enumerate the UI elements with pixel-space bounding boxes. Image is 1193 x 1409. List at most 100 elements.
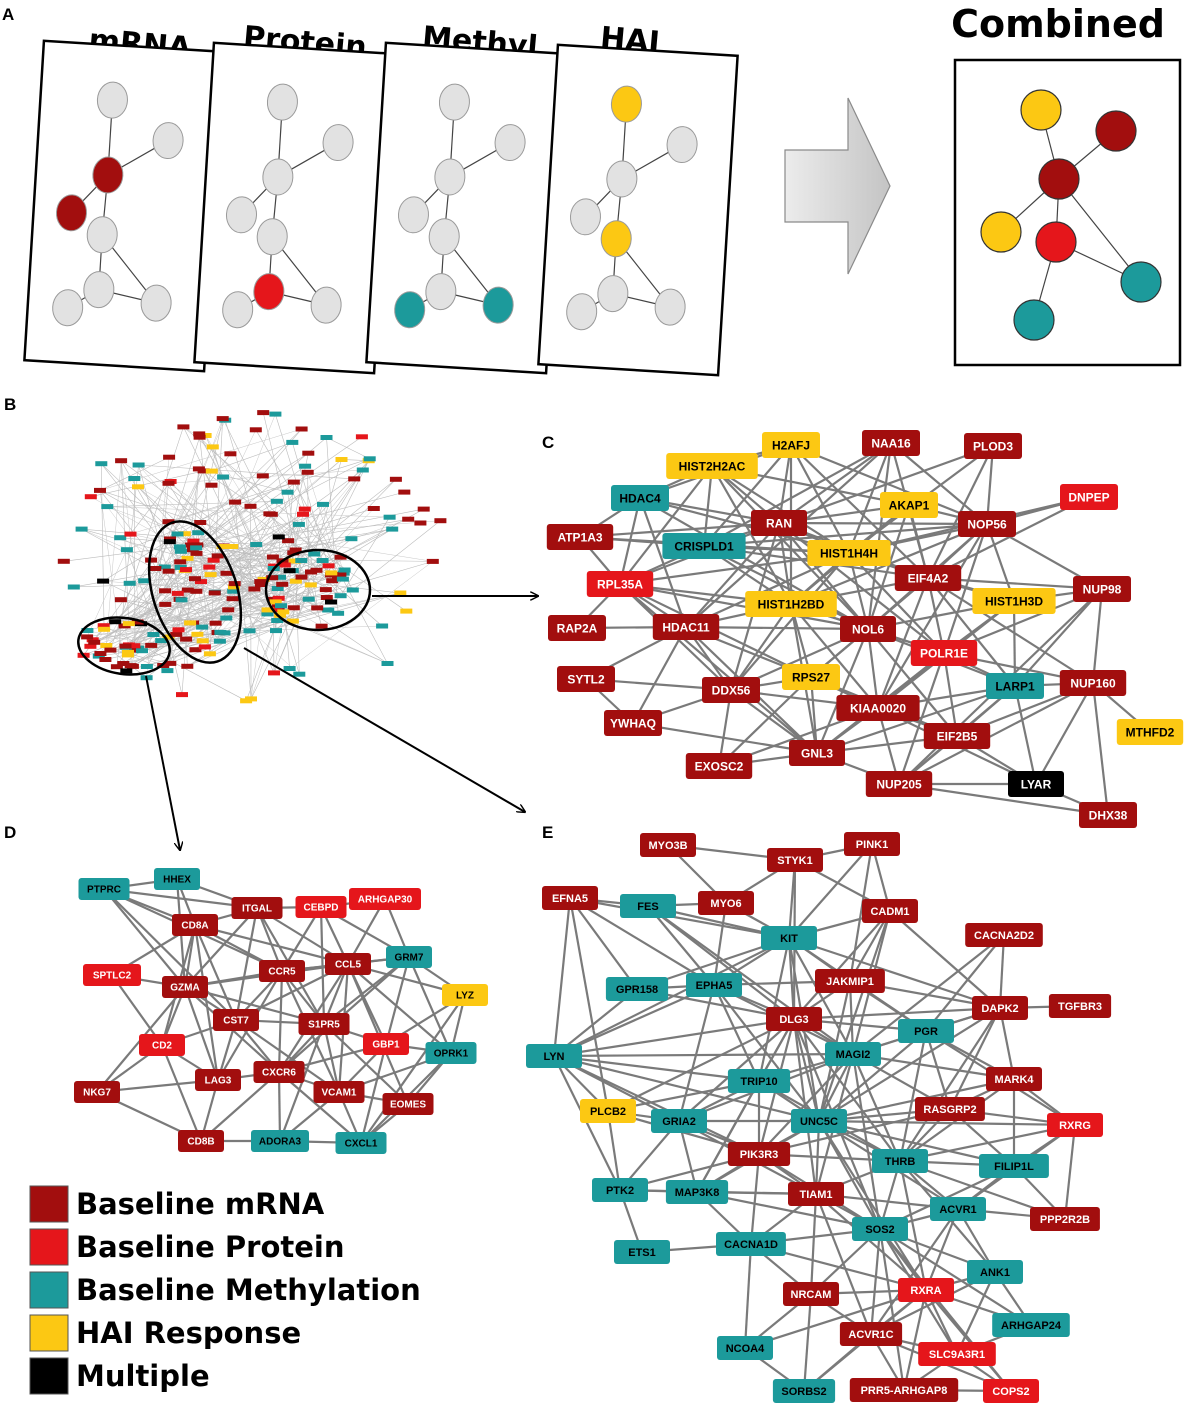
legend-label-mrna: Baseline mRNA <box>76 1187 325 1221</box>
node-box <box>685 753 753 779</box>
edge-kit-dapk2 <box>788 936 1001 1010</box>
edge-magi2-pik3r3 <box>758 1053 854 1155</box>
overview-node <box>161 668 174 674</box>
overview-edge <box>110 459 342 651</box>
edge-naa16-crispld1 <box>703 442 892 547</box>
cluster-ellipse-c <box>264 548 372 632</box>
node-label: TGFBR3 <box>1058 1001 1102 1013</box>
overview-edge <box>110 426 184 651</box>
overview-node <box>336 576 349 582</box>
overview-edge <box>250 501 278 699</box>
edge-naa16-ran <box>778 442 892 524</box>
node-box <box>782 664 840 690</box>
overview-node <box>173 544 186 550</box>
overview-node <box>244 503 257 509</box>
overview-node <box>204 572 217 578</box>
node-label: GNL3 <box>801 746 833 760</box>
edge-sos2-prr5-arhgap8 <box>878 1228 906 1391</box>
node-label: EXOSC2 <box>695 759 744 773</box>
edge-nup160-dhx38 <box>1091 682 1110 816</box>
node-box <box>862 899 918 923</box>
layer-node <box>610 85 642 123</box>
overview-edge <box>124 625 162 641</box>
overview-node <box>189 576 201 582</box>
node-box <box>195 1069 241 1091</box>
node-label: MAP3K8 <box>675 1187 720 1199</box>
node-box <box>213 1009 259 1031</box>
edge-gbp1-cxcl1 <box>359 1043 388 1144</box>
edge-cadm1-dapk2 <box>889 910 1001 1009</box>
node-label: MARK4 <box>994 1074 1034 1086</box>
overview-edge <box>120 460 130 624</box>
node-jakmip1: JAKMIP1 <box>815 969 885 993</box>
node-box <box>325 953 371 975</box>
node-box <box>592 1178 648 1202</box>
layer-node <box>438 83 470 121</box>
node-slc9a3r1: SLC9A3R1 <box>918 1342 996 1366</box>
node-label: HHEX <box>163 875 191 886</box>
node-label: NUP205 <box>876 777 922 791</box>
zoom-arrow-e <box>243 647 525 812</box>
edge-ank1-slc9a3r1 <box>956 1271 996 1355</box>
overview-edge <box>130 481 171 535</box>
overview-node <box>174 548 187 554</box>
node-rxra: RXRA <box>898 1278 954 1302</box>
node-label: FES <box>637 901 658 913</box>
legend-swatch-multiple <box>29 1357 69 1395</box>
overview-edge <box>114 552 294 622</box>
cluster-ellipse-d <box>77 616 171 676</box>
node-ppp2r2b: PPP2R2B <box>1030 1207 1100 1231</box>
node-nup98: NUP98 <box>1073 576 1131 602</box>
layer-hai: HAI <box>537 20 739 377</box>
edge-nup160-nup205 <box>898 682 1094 785</box>
overview-node <box>226 544 239 549</box>
overview-node <box>216 544 229 549</box>
edge-pgr-rasgrp2 <box>924 1030 952 1110</box>
edge-dnpep-eif4a2 <box>927 496 1090 579</box>
overview-node <box>128 643 141 649</box>
edge-naa16-nol6 <box>866 442 893 630</box>
node-label: HIST1H3D <box>985 594 1043 608</box>
node-label: EIF4A2 <box>908 571 949 585</box>
node-label: HIST1H4H <box>820 546 878 560</box>
node-arhgap30: ARHGAP30 <box>349 888 421 910</box>
edge-cd8a-cst7 <box>193 924 238 1021</box>
node-label: RAP2A <box>557 621 598 635</box>
overview-node <box>277 609 290 615</box>
overview-node <box>325 599 337 605</box>
overview-edge <box>177 593 250 632</box>
node-box <box>849 1378 959 1402</box>
node-label: RAN <box>766 516 792 530</box>
node-ddx56: DDX56 <box>702 677 760 703</box>
node-box <box>898 1278 954 1302</box>
overview-node <box>97 623 110 629</box>
overview-node <box>99 657 112 662</box>
overview-edge <box>326 437 339 614</box>
node-rxrg: RXRG <box>1047 1113 1103 1137</box>
overview-node <box>301 469 314 475</box>
node-label: MAGI2 <box>836 1049 871 1061</box>
overview-node <box>381 661 394 666</box>
node-plcb2: PLCB2 <box>580 1099 636 1123</box>
layer-node <box>253 273 285 311</box>
overview-node <box>334 593 347 599</box>
overview-node <box>176 692 188 698</box>
node-label: MYO3B <box>648 840 687 852</box>
combined-node <box>1095 110 1137 152</box>
overview-edge <box>289 561 433 669</box>
overview-node <box>299 463 312 469</box>
node-map3k8: MAP3K8 <box>665 1180 729 1204</box>
edge-polr1e-eif2b5 <box>942 652 959 737</box>
overview-node <box>136 648 148 654</box>
overview-node <box>325 570 338 576</box>
node-label: COPS2 <box>992 1386 1029 1398</box>
overview-edge <box>106 645 168 671</box>
overview-node <box>386 526 399 532</box>
node-label: NCOA4 <box>726 1343 765 1355</box>
node-rasgrp2: RASGRP2 <box>915 1097 985 1121</box>
node-label: PLCB2 <box>590 1106 626 1118</box>
node-label: EOMES <box>390 1100 426 1111</box>
edge-ran-hist1h2bd <box>777 522 793 605</box>
node-label: HIST1H2BD <box>758 597 825 611</box>
